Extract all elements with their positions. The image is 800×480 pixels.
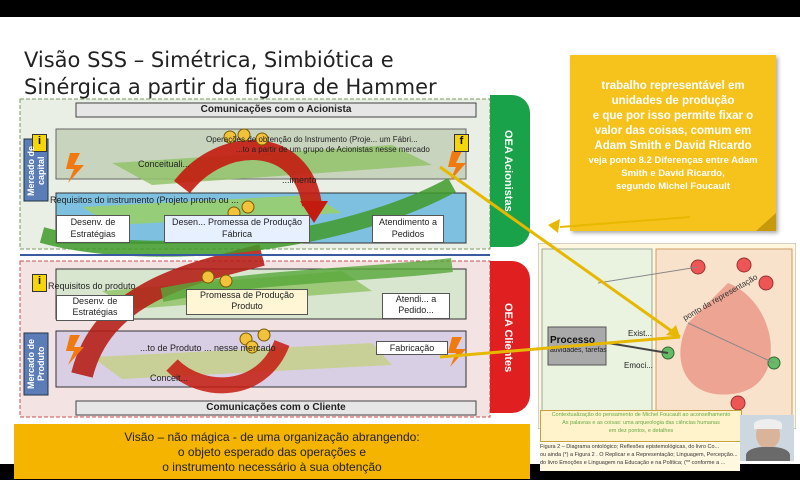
figure-edge bbox=[607, 342, 669, 354]
top-comm-label: Comunicações com o Acionista bbox=[200, 104, 352, 115]
note-line-5: Adam Smith e David Ricardo bbox=[594, 140, 752, 152]
connector-arrows bbox=[439, 165, 691, 359]
note-line-7: Smith e David Ricardo, bbox=[621, 168, 725, 179]
note-line-1: trabalho representável em bbox=[601, 80, 745, 92]
figure-edge bbox=[597, 266, 699, 284]
red-arc-small bbox=[166, 339, 290, 394]
top-ops-label: Operações de obtenção do Instrumento (Pr… bbox=[206, 135, 418, 144]
presentation-slide: Visão SSS – Simétrica, Simbiótica e Siné… bbox=[0, 17, 800, 479]
caption-line-5: ou ainda (*) a Figura 2 . O Replicar e a… bbox=[540, 452, 738, 458]
caption-line-1: Contextualização do pensamento de Michel… bbox=[551, 412, 731, 418]
figure-node bbox=[736, 257, 752, 273]
marker-i: i bbox=[32, 134, 47, 152]
note-line-4: valor das coisas, comum em bbox=[594, 125, 752, 137]
lightning-icon bbox=[448, 151, 466, 181]
figure-caption-box-2: Figura 2 – Diagrama ontológico; Reflexõe… bbox=[540, 443, 740, 471]
red-arrow-top bbox=[300, 201, 328, 223]
lightning-icon bbox=[66, 335, 84, 365]
arrow-head bbox=[548, 219, 560, 233]
top-market-label: Mercado de capital bbox=[26, 146, 46, 197]
top-req-label: Requisitos do instrumento (Projeto pront… bbox=[50, 195, 239, 205]
bottom-comm-bar bbox=[75, 400, 477, 416]
figure-node bbox=[758, 275, 774, 291]
marker-f: f bbox=[454, 134, 469, 152]
bottom-market-block bbox=[23, 332, 49, 396]
processo-label: Processo bbox=[550, 335, 596, 346]
top-ment-label: ...imento bbox=[282, 175, 317, 185]
title-line-1: Visão SSS – Simétrica, Simbiótica e bbox=[24, 48, 394, 72]
arrow-head bbox=[666, 325, 680, 337]
note-line-2: unidades de produção bbox=[611, 95, 735, 107]
caption-line-3: em dez pontos, e detalhes bbox=[608, 428, 674, 434]
vision-line-2: o objeto esperado das operações e bbox=[177, 445, 367, 459]
title-line-2: Sinérgica a partir da figura de Hammer bbox=[24, 75, 437, 99]
note-line-6: veja ponto 8.2 Diferenças entre Adam bbox=[588, 155, 758, 166]
oea-clientes-label: OEA Clientes bbox=[502, 303, 514, 373]
caption-line-4: Figura 2 – Diagrama ontológico; Reflexõe… bbox=[540, 444, 720, 450]
figure-edge bbox=[687, 322, 775, 364]
connector-arrow bbox=[439, 165, 681, 339]
figure-caption-box: Contextualização do pensamento de Michel… bbox=[540, 410, 742, 442]
note-body: trabalho representável em unidades de pr… bbox=[570, 55, 776, 193]
lightning-icon bbox=[448, 337, 466, 367]
green-arc-bottom bbox=[160, 258, 453, 302]
red-arc-bottom bbox=[71, 244, 265, 379]
connector-arrow bbox=[559, 216, 691, 228]
connector-arrow bbox=[439, 335, 681, 359]
bot-fab-box: Fabricação bbox=[376, 341, 448, 355]
top-comm-bar bbox=[75, 102, 477, 118]
caption-line-2: As palavras e as coisas: uma arqueologia… bbox=[562, 420, 720, 426]
presenter-hair bbox=[754, 419, 782, 429]
note-line-8: segundo Michel Foucault bbox=[615, 181, 730, 192]
figure-node bbox=[730, 395, 746, 411]
sticky-note: trabalho representável em unidades de pr… bbox=[570, 55, 776, 231]
green-arc-top bbox=[39, 177, 456, 257]
bottom-market-label: Mercado de Produto bbox=[26, 339, 46, 390]
smiley-group bbox=[201, 128, 271, 354]
exist-label: Exist... bbox=[628, 329, 653, 338]
top-aten-box: Atendimento a Pedidos bbox=[372, 215, 444, 243]
processo-sub-label: atividades, tarefas bbox=[550, 347, 607, 354]
top-fab-box: Desen... Promessa de Produção Fábrica bbox=[164, 215, 310, 243]
presenter-body bbox=[746, 447, 790, 461]
red-arc-top bbox=[174, 140, 322, 207]
marker-i: i bbox=[32, 274, 47, 292]
oea-acionistas-tab: OEA Acionistas bbox=[490, 95, 530, 247]
bot-conc-label: Conceit... bbox=[150, 373, 189, 383]
top-dev-box: Desenv. de Estratégias bbox=[56, 215, 130, 243]
bot-prod-box: Promessa de Produção Produto bbox=[186, 289, 308, 315]
oea-clientes-tab: OEA Clientes bbox=[490, 261, 530, 413]
bot-req-label: Requisitos do produto bbox=[48, 281, 136, 291]
red-blob bbox=[680, 283, 771, 395]
emoc-label: Emoci... bbox=[624, 361, 653, 370]
bot-row-label: ...to de Produto ... nesse mercado bbox=[140, 343, 276, 353]
top-ops-label-b: ...to a partir de um grupo de Acionistas… bbox=[236, 145, 430, 154]
top-conc-label: Conceituali... bbox=[138, 159, 191, 169]
note-fold bbox=[756, 213, 776, 231]
oea-acionistas-label: OEA Acionistas bbox=[502, 130, 514, 212]
note-line-3: e que por isso permite fixar o bbox=[592, 110, 754, 122]
bot-dev-box: Desenv. de Estratégias bbox=[56, 295, 134, 321]
bot-aten-box: Atendi... a Pedido... bbox=[382, 293, 450, 319]
vision-line-1: Visão – não mágica - de uma organização … bbox=[124, 430, 420, 444]
vision-line-3: o instrumento necessário à sua obtenção bbox=[162, 460, 382, 474]
lightning-icon bbox=[66, 153, 84, 183]
bottom-comm-label: Comunicações com o Cliente bbox=[206, 402, 346, 413]
caption-line-6: do livro Emoções e Linguagem na Educação… bbox=[540, 460, 726, 466]
presenter-webcam bbox=[740, 415, 794, 461]
slide-title: Visão SSS – Simétrica, Simbiótica e Siné… bbox=[24, 47, 437, 101]
green-flow-2 bbox=[82, 195, 342, 225]
hammer-diagram bbox=[19, 98, 491, 418]
vision-box: Visão – não mágica - de uma organização … bbox=[14, 424, 530, 479]
